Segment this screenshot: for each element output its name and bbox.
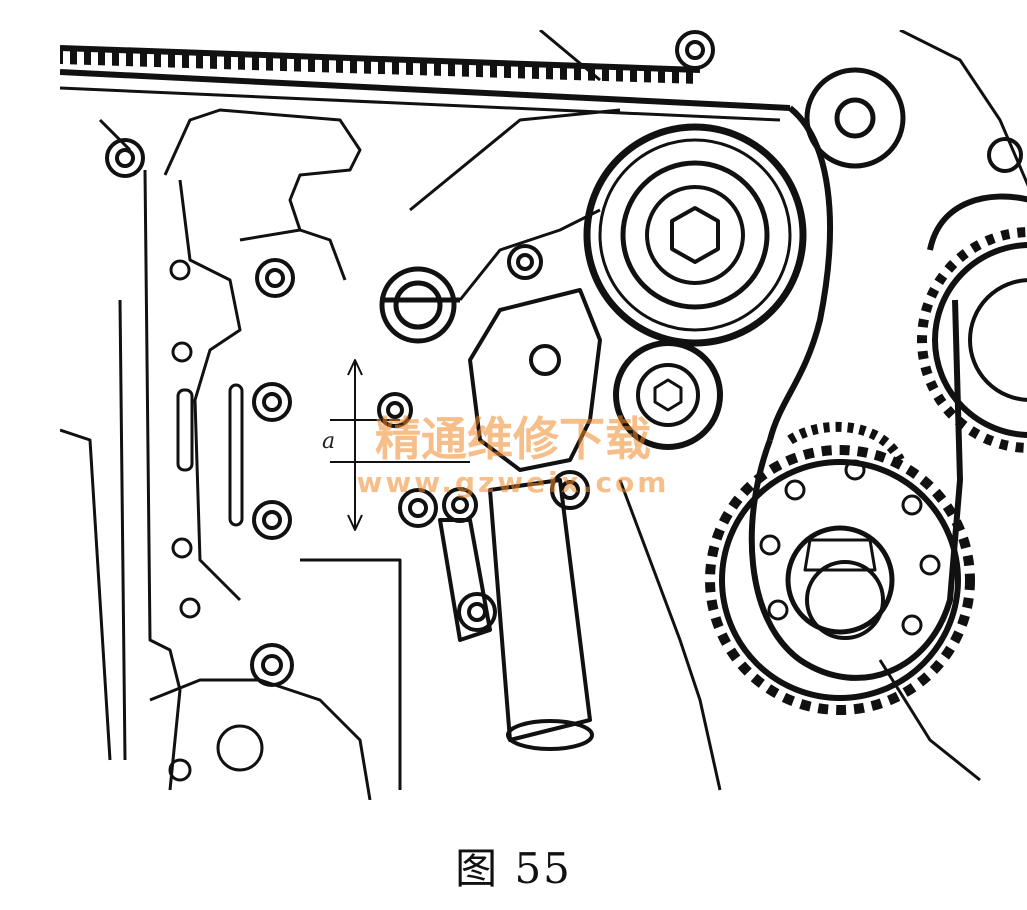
tensioner-bracket <box>468 288 602 472</box>
dimension-a-label: a <box>322 429 335 454</box>
idler-pulley-left <box>379 266 460 344</box>
timing-belt-top <box>60 45 791 122</box>
idler-pulley-lower <box>613 340 723 450</box>
watermark-title: 精通维修下载 <box>375 412 651 466</box>
housing-holes <box>168 259 264 782</box>
tensioner-pulley <box>583 123 807 347</box>
camshaft-sprocket <box>917 227 1027 453</box>
watermark-url: www.gzweix.com <box>357 466 670 499</box>
idler-pulley-upper <box>804 67 906 169</box>
bolts <box>105 30 1023 687</box>
crankshaft-sprocket <box>705 421 975 715</box>
figure-caption: 图 55 <box>455 844 572 893</box>
dimension-a <box>330 359 470 531</box>
engine-housing <box>60 30 1027 800</box>
